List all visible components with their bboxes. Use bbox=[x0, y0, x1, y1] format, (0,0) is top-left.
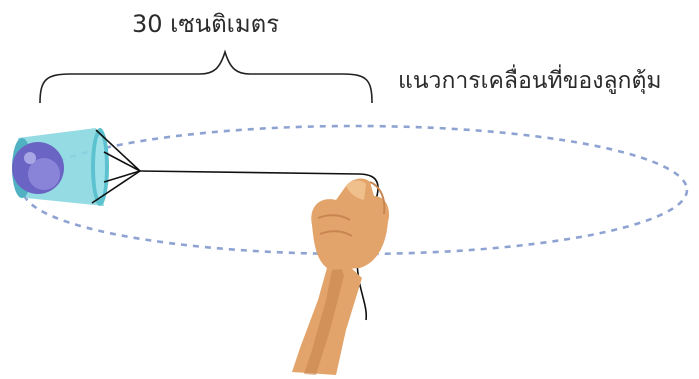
motion-path-label: แนวการเคลื่อนที่ของลูกตุ้ม bbox=[398, 68, 662, 94]
hand-icon bbox=[292, 178, 390, 375]
motion-path bbox=[21, 124, 689, 256]
distance-label: 30 เซนติเมตร bbox=[132, 10, 280, 38]
distance-brace bbox=[39, 49, 373, 104]
cup-strings bbox=[91, 129, 141, 204]
ball-icon bbox=[12, 142, 64, 194]
